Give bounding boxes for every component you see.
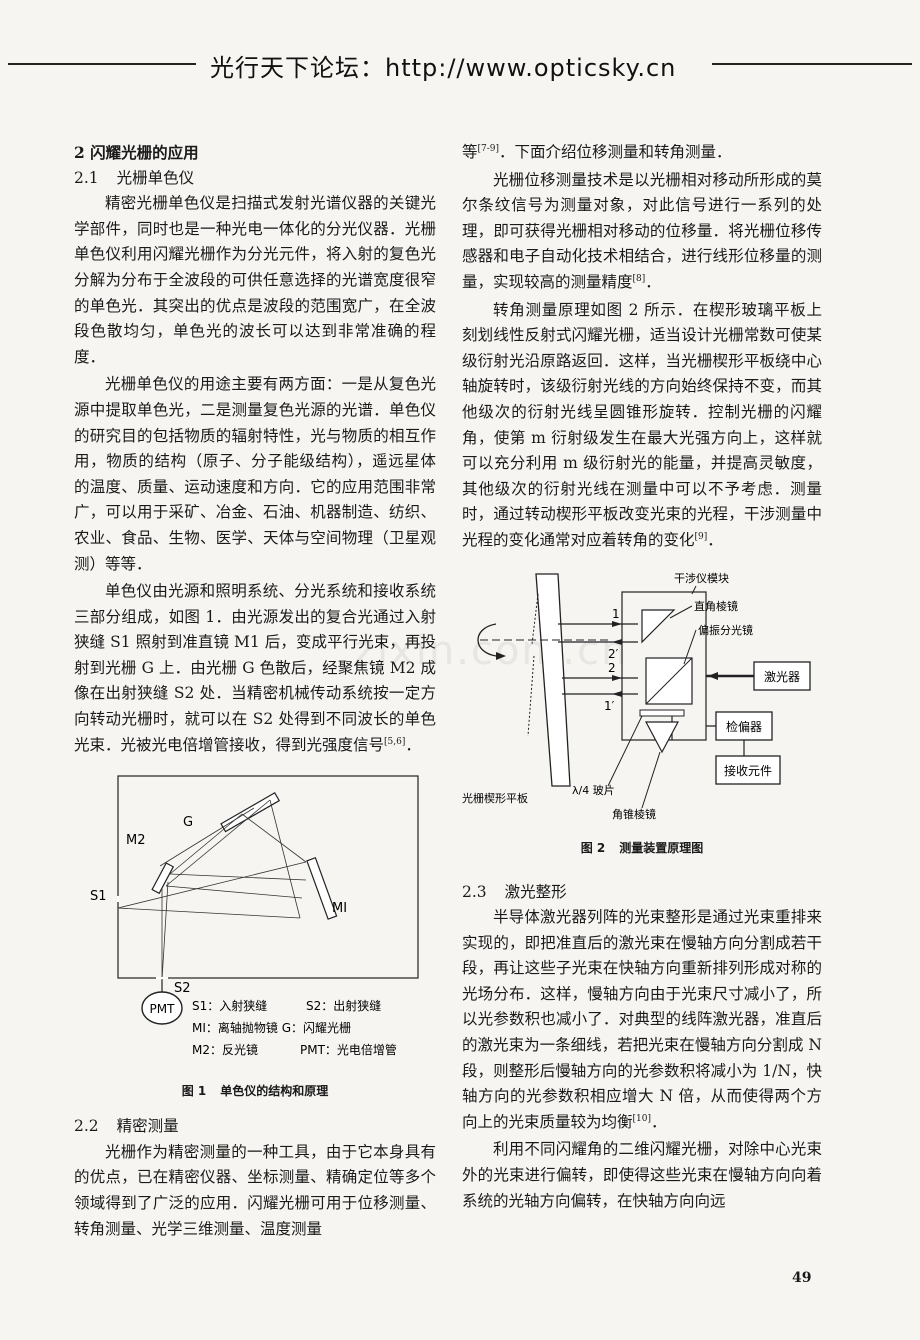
mirror-m1 [306,857,338,921]
continuation-pre: 等 [462,143,478,161]
paragraph-angle-measurement: 转角测量原理如图 2 所示．在楔形玻璃平板上刻划线性反射式闪耀光栅，适当设计光栅… [462,298,822,554]
paragraph-blazed-grating-deflection: 利用不同闪耀角的二维闪耀光栅，对除中心光束外的光束进行偏转，即使得这些光束在慢轴… [462,1140,822,1210]
label-beam-2p: 2′ [608,647,619,661]
label-qwp: λ/4 玻片 [572,784,615,797]
grating-wedge-plate [535,572,571,787]
legend-s1: S1：入射狭缝 [192,998,267,1013]
displacement-end: ． [645,272,661,291]
figure-1: PMT G M2 S1 MI S2 S1：入射狭缝 S2：出射狭缝 MI：离轴抛… [74,770,436,1100]
mirror-m2 [151,862,175,895]
corner-cube-prism [645,720,679,753]
label-pmt: PMT [150,1002,176,1016]
paragraph-continuation: 等[7-9]．下面介绍位移测量和转角测量． [462,140,822,166]
label-m2: M2 [126,833,146,848]
section-2-3-heading: 2.3 激光整形 [462,880,822,906]
label-receiver: 接收元件 [724,763,772,778]
paragraph-monochromator-structure: 单色仪由光源和照明系统、分光系统和接收系统三部分组成，如图 1．由光源发出的复合… [74,579,436,758]
figure-2-caption-number: 图 2 [580,841,606,856]
figure-2-caption-text: 测量装置原理图 [619,841,704,856]
legend-s2: S2：出射狭缝 [306,998,381,1013]
figure-1-caption: 图 1 单色仪的结构和原理 [74,1079,436,1105]
analyzer-box [715,710,773,741]
section-2-1-number: 2.1 [74,168,99,187]
label-beam-1p: 1′ [604,699,615,713]
banner-rule-right [712,63,912,65]
section-2-2-title: 精密测量 [116,1117,179,1136]
figure-2-caption: 图 2 测量装置原理图 [462,836,822,862]
label-plate: 光栅楔形平板 [462,791,528,805]
label-g: G [183,815,193,830]
label-beam-2: 2 [608,661,616,675]
page-number: 49 [792,1270,812,1286]
section-2-2-number: 2.2 [74,1117,99,1136]
section-2-3-number: 2.3 [462,882,487,901]
pmt-detector [141,991,183,1025]
watermark: zixin.com.cn [354,628,629,674]
quarter-wave-plate [639,709,685,716]
grating-g [220,792,281,833]
section-2-1-title: 光栅单色仪 [116,168,195,187]
banner-rule-left [8,63,196,65]
legend-pmt: PMT：光电倍增管 [300,1042,397,1057]
label-beam-1: 1 [612,607,620,621]
left-column: 2 闪耀光栅的应用 2.1 光栅单色仪 精密光栅单色仪是扫描式发射光谱仪器的关键光… [74,140,436,1244]
label-splitter: 偏振分光镜 [698,623,753,637]
citation-5-6: [5,6] [384,736,406,747]
section-2-3-title: 激光整形 [504,882,567,901]
right-angle-prism [641,608,676,643]
label-laser: 激光器 [764,670,800,684]
label-s2: S2 [174,981,191,996]
legend-m1-g: MI：离轴抛物镜 G：闪耀光栅 [192,1020,351,1035]
banner-text: 光行天下论坛：http://www.opticsky.cn [210,54,677,82]
citation-8: [8] [632,273,646,284]
receiver-box [715,754,781,785]
continuation-post: ．下面介绍位移测量和转角测量． [499,143,732,161]
label-s1: S1 [90,889,107,904]
citation-9: [9] [694,531,708,542]
housing-outline [117,775,419,979]
paragraph-structure-text: 单色仪由光源和照明系统、分光系统和接收系统三部分组成，如图 1．由光源发出的复合… [74,582,436,754]
paragraph-monochromator-uses: 光栅单色仪的用途主要有两方面：一是从复色光源中提取单色光，二是测量复色光源的光谱… [74,375,436,573]
label-analyzer: 检偏器 [726,719,762,734]
paragraph-displacement-measurement: 光栅位移测量技术是以光栅相对移动所形成的莫尔条纹信号为测量对象，对此信号进行一系… [462,168,822,296]
paragraph-monochromator-intro: 精密光栅单色仪是扫描式发射光谱仪器的关键光学部件，同时也是一种光电一体化的分光仪… [74,194,436,366]
right-column: 等[7-9]．下面介绍位移测量和转角测量． 光栅位移测量技术是以光栅相对移动所形… [462,140,822,1216]
laser-shaping-end: ． [651,1112,667,1131]
laser-shaping-text: 半导体激光器列阵的光束整形是通过光束重排来实现的，即把准直后的激光束在慢轴方向分… [462,908,822,1131]
figure-1-caption-number: 图 1 [181,1083,207,1098]
section-2-2-heading: 2.2 精密测量 [74,1114,436,1140]
paragraph-laser-shaping: 半导体激光器列阵的光束整形是通过光束重排来实现的，即把准直后的激光束在慢轴方向分… [462,905,822,1135]
label-m1: MI [332,901,347,916]
figure-2: 激光器 检偏器 接收元件 干涉仪模块 直角棱镜 偏振分光镜 1 2′ 2 1′ … [462,566,822,866]
angle-end: ． [707,530,723,549]
laser-box [753,660,811,691]
label-prism: 直角棱镜 [694,599,738,613]
figure-1-diagram: PMT G M2 S1 MI S2 S1：入射狭缝 S2：出射狭缝 MI：离轴抛… [90,775,419,1057]
light-rays [117,799,307,981]
paragraph-structure-end: ． [405,735,421,754]
citation-7-9: [7-9] [477,143,500,154]
figure-1-caption-text: 单色仪的结构和原理 [220,1083,329,1098]
label-module: 干涉仪模块 [674,571,729,585]
label-cone: 角锥棱镜 [612,807,656,821]
angle-text: 转角测量原理如图 2 所示．在楔形玻璃平板上刻划线性反射式闪耀光栅，适当设计光栅… [462,300,822,549]
paragraph-precision-measurement: 光栅作为精密测量的一种工具，由于它本身具有的优点，已在精密仪器、坐标测量、精确定… [74,1142,436,1238]
legend-m2: M2：反光镜 [192,1042,258,1057]
section-2-1-heading: 2.1 光栅单色仪 [74,166,436,192]
header-banner: 光行天下论坛：http://www.opticsky.cn [0,44,920,84]
rotation-arrow [477,622,497,657]
figure-2-diagram: 激光器 检偏器 接收元件 干涉仪模块 直角棱镜 偏振分光镜 1 2′ 2 1′ … [462,571,811,821]
displacement-text: 光栅位移测量技术是以光栅相对移动所形成的莫尔条纹信号为测量对象，对此信号进行一系… [462,170,822,291]
citation-10: [10] [632,1113,651,1124]
section-2-heading: 2 闪耀光栅的应用 [74,143,199,162]
